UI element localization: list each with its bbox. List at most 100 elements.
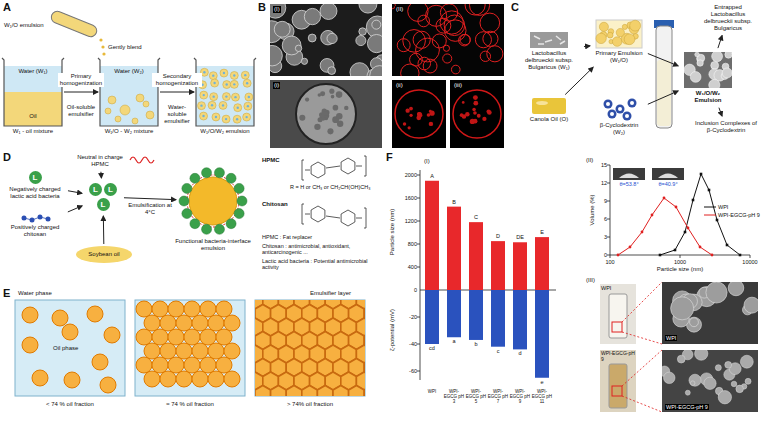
micrograph-fluorescence-part — [465, 4, 485, 15]
oil-droplets-part — [32, 370, 48, 386]
double-emulsion-droplet — [244, 102, 252, 110]
vial-photos-part — [612, 322, 622, 332]
zeta-bar — [469, 290, 483, 340]
micrograph-single-droplet-part — [344, 106, 348, 110]
node-text: Water (W₁) — [18, 68, 47, 75]
micrograph-fluorescence-part — [480, 13, 500, 33]
arrow-connector — [719, 108, 722, 116]
annotation-label: E — [534, 229, 550, 235]
water-phase-box — [15, 300, 125, 396]
process-node: LNegatively charged lactic acid bacteria — [4, 168, 66, 202]
arrow-connector — [565, 67, 593, 94]
bacteria-ball — [226, 219, 236, 229]
annotation-label: θ=53.8° — [609, 181, 649, 187]
oil-droplets-part — [22, 337, 38, 353]
beaker-one-part — [4, 66, 62, 92]
oil-droplets-part — [224, 371, 240, 387]
primary-emulsion-image — [607, 32, 613, 38]
wpi-curve — [659, 254, 662, 257]
tube-image-part — [657, 60, 671, 126]
micrograph-red-one-part — [417, 112, 422, 117]
legend-text: WPI — [718, 204, 728, 210]
annotation-label: a — [446, 338, 462, 344]
double-emulsion-image-part — [697, 60, 703, 66]
micrograph-bright-field-part — [295, 45, 301, 51]
double-emulsion-droplet — [200, 91, 208, 99]
oil-droplet — [132, 118, 138, 124]
micrograph-red-two-part — [472, 108, 475, 111]
double-emulsion-image-part — [712, 52, 723, 62]
micrograph-red-two-part — [450, 80, 504, 148]
hpmc-structure — [341, 158, 355, 174]
double-emulsion-image-part — [722, 68, 732, 78]
annotation-label: WPI-EGCG pH 11 — [532, 389, 553, 405]
legend-line-sample — [704, 204, 716, 210]
oil-droplets-part — [216, 329, 232, 345]
node-text: β-Cyclodextrin (W₂) — [594, 122, 644, 136]
annotation-label: R = H or CH₃ or CH₂CH(OH)CH₃ — [290, 184, 378, 190]
process-node: β-Cyclodextrin (W₂) — [592, 96, 646, 138]
arrow-connector — [584, 45, 590, 47]
oil-droplets-part — [364, 386, 365, 397]
annotation-label: (I) — [273, 6, 281, 13]
annotation-label: -20 — [397, 314, 417, 320]
process-node: Primary Emulsion (W₁/O) — [592, 18, 646, 66]
wpi-curve — [674, 249, 677, 252]
hpmc-squiggle-part — [130, 157, 154, 163]
double-emulsion-droplet — [243, 113, 251, 121]
oil-droplet — [108, 96, 116, 104]
oil-droplets-part — [200, 301, 216, 317]
micrograph-fluorescence-part — [413, 31, 430, 48]
annotation-label: Gently blend — [108, 44, 142, 51]
micrograph-red-one-part — [427, 113, 431, 117]
annotation-label: > 74% oil fraction — [255, 401, 365, 408]
vial-photos-part — [600, 284, 636, 344]
node-text: Oil — [29, 113, 36, 120]
oil-droplets-part — [302, 386, 318, 397]
panel-letter: HPMC — [262, 157, 280, 164]
double-emulsion-droplet — [200, 112, 208, 120]
oil-droplets-part — [200, 329, 216, 345]
annotation-label: 1600 — [397, 195, 417, 201]
annotation-label: HPMC : Fat replacer — [262, 234, 378, 240]
oil-droplets-part — [100, 377, 116, 393]
annotation-label: -40 — [397, 341, 417, 347]
oil-droplets-part — [224, 315, 240, 331]
micrograph-fluorescence-part — [451, 65, 460, 74]
oil-droplets-part — [92, 354, 108, 370]
wpi-curve — [716, 219, 719, 222]
double-emulsion-droplet — [208, 101, 216, 109]
node-caption: W₁/O - W₂ mixture — [88, 128, 170, 135]
beaker-two-part — [100, 66, 158, 126]
micrograph-red-two-part — [453, 90, 501, 138]
arrow-connector — [100, 172, 102, 178]
arrow-connector — [68, 206, 82, 212]
node-caption: W₁ - oil mixture — [0, 128, 74, 135]
micrograph-single-droplet-part — [336, 91, 343, 98]
panel-letter: F — [386, 151, 393, 164]
beaker-three — [194, 58, 256, 126]
node-text: Inclusion Complexes of β-Cyclodextrin — [692, 120, 760, 134]
oil-droplets-part — [152, 357, 168, 373]
bacteria-ball — [202, 168, 212, 178]
inner-water-droplet — [246, 82, 248, 84]
primary-emulsion-image — [622, 24, 627, 29]
oil-droplets-part — [184, 301, 200, 317]
vial-photos-part — [622, 282, 662, 412]
micrograph-red-one-part — [395, 90, 443, 138]
micrograph-red-two-part — [482, 117, 486, 121]
beaker-one — [2, 58, 64, 126]
process-node: Neutral in charge HPMC — [72, 152, 128, 170]
annotation-label: WPI — [601, 285, 611, 291]
oil-droplets-part — [136, 301, 152, 317]
process-node: Canola Oil (O) — [516, 96, 582, 125]
inner-water-droplet — [200, 104, 202, 106]
micrograph-single-droplet-part — [336, 113, 342, 119]
annotation-label: D — [490, 233, 506, 239]
tick-mark — [607, 255, 610, 256]
micrograph-single-droplet-part — [305, 97, 309, 101]
oil-droplet — [136, 94, 144, 102]
cyclodextrin-ring — [618, 107, 622, 111]
